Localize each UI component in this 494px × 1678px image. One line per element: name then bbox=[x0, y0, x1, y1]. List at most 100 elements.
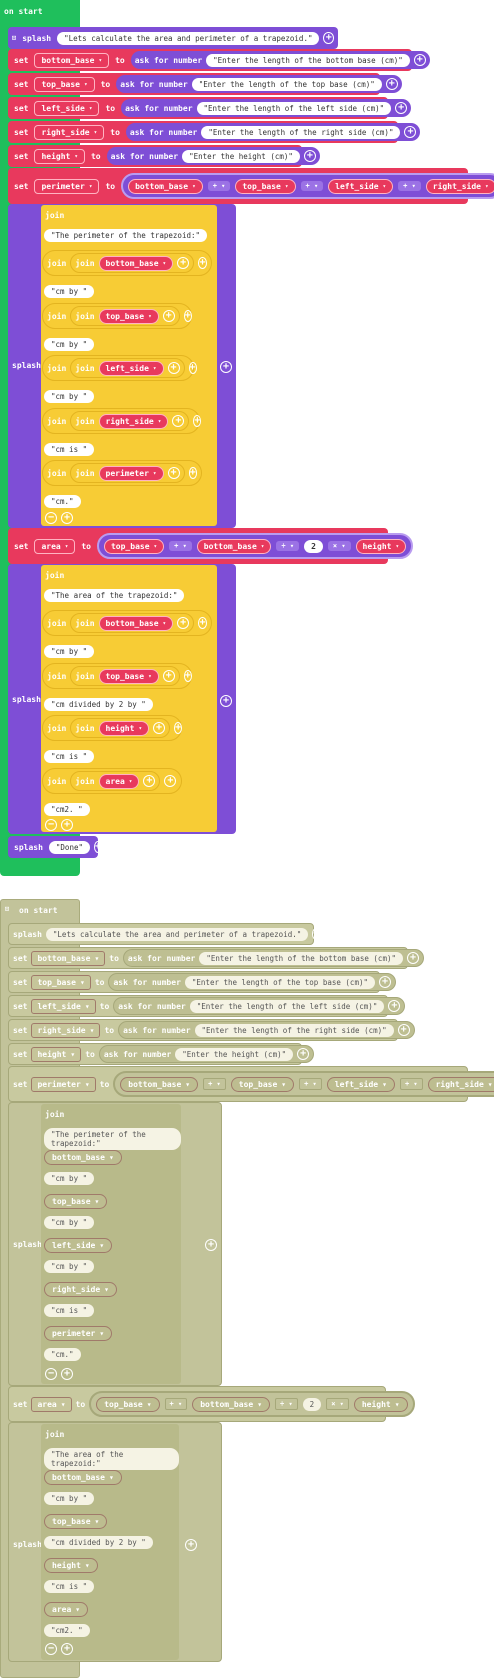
add-icon[interactable]: + bbox=[297, 1048, 310, 1060]
set-bottom-base-block-disabled[interactable]: set bottom_base▾ to ask for number "Ente… bbox=[8, 947, 424, 969]
add-icon[interactable]: + bbox=[413, 54, 426, 66]
remove-icon[interactable]: − bbox=[45, 1643, 57, 1655]
ask-top-string[interactable]: "Enter the length of the top base (cm)" bbox=[184, 975, 375, 989]
set-area-block-disabled[interactable]: set area▾ to top_base▾ + ▾ bottom_base▾ … bbox=[8, 1386, 415, 1422]
var-perimeter[interactable]: perimeter▾ bbox=[31, 1076, 96, 1092]
join-area-panel[interactable]: join "The area of the trapezoid:" join j… bbox=[41, 565, 217, 832]
join-row-bottom-base[interactable]: join join bottom_base▾ + + bbox=[42, 610, 212, 636]
cm-by-string[interactable]: "cm by " bbox=[44, 285, 95, 298]
add-icon[interactable]: + bbox=[312, 928, 321, 940]
var-left-side-oval[interactable]: left_side▾ bbox=[326, 1076, 395, 1092]
var-top-base[interactable]: top_base▾ bbox=[34, 76, 95, 92]
add-icon[interactable]: + bbox=[172, 415, 185, 427]
add-icon[interactable]: + bbox=[193, 415, 202, 427]
inner-join[interactable]: join area▾ + bbox=[70, 771, 161, 791]
add-icon[interactable]: + bbox=[185, 1539, 197, 1551]
set-perimeter-block-disabled[interactable]: set perimeter▾ to bottom_base▾ + ▾ top_b… bbox=[8, 1066, 494, 1102]
inner-join[interactable]: join bottom_base▾ + bbox=[70, 253, 195, 273]
add-icon[interactable]: + bbox=[220, 695, 232, 707]
add-icon[interactable]: + bbox=[385, 78, 398, 90]
add-icon[interactable]: + bbox=[395, 102, 408, 114]
ask-top-pill[interactable]: ask for number "Enter the length of the … bbox=[116, 75, 402, 93]
times-operator[interactable]: × ▾ bbox=[327, 541, 351, 551]
add-icon[interactable]: + bbox=[162, 310, 175, 322]
set-right-side-block-disabled[interactable]: set right_side▾ to ask for number "Enter… bbox=[8, 1019, 415, 1041]
ask-right-pill[interactable]: ask for number "Enter the length of the … bbox=[118, 1021, 415, 1039]
divide-operator[interactable]: ÷ ▾ bbox=[275, 1398, 298, 1410]
var-perimeter-oval[interactable]: perimeter▾ bbox=[44, 1326, 113, 1341]
ask-bottom-string[interactable]: "Enter the length of the bottom base (cm… bbox=[199, 951, 403, 965]
ask-height-pill[interactable]: ask for number "Enter the height (cm)" + bbox=[106, 147, 320, 165]
ask-height-string[interactable]: "Enter the height (cm)" bbox=[175, 1047, 294, 1061]
cm-by-string[interactable]: "cm by " bbox=[44, 1260, 95, 1273]
add-icon[interactable]: + bbox=[220, 361, 232, 373]
var-top-base-oval[interactable]: top_base▾ bbox=[98, 308, 159, 324]
ask-bottom-pill[interactable]: ask for number "Enter the length of the … bbox=[122, 949, 424, 967]
add-icon[interactable]: + bbox=[167, 467, 180, 479]
add-icon[interactable]: + bbox=[61, 512, 73, 524]
cm2-string[interactable]: "cm2. " bbox=[44, 803, 90, 816]
join-area-panel-disabled[interactable]: join "The area of the trapezoid:" bottom… bbox=[41, 1424, 179, 1660]
cm-by-string[interactable]: "cm by " bbox=[44, 390, 95, 403]
add-icon[interactable]: + bbox=[61, 1643, 73, 1655]
var-bottom-base-oval[interactable]: bottom_base▾ bbox=[196, 538, 272, 554]
var-left-side[interactable]: left_side▾ bbox=[31, 998, 96, 1014]
var-top-base-oval[interactable]: top_base▾ bbox=[235, 178, 296, 194]
cm-by-string[interactable]: "cm by " bbox=[44, 645, 95, 658]
cm-dot-string[interactable]: "cm." bbox=[44, 495, 81, 508]
var-bottom-base-oval[interactable]: bottom_base▾ bbox=[98, 255, 174, 271]
splash-intro-block-disabled[interactable]: splash "Lets calculate the area and peri… bbox=[8, 923, 321, 945]
add-icon[interactable]: + bbox=[61, 819, 73, 831]
var-right-side[interactable]: right_side▾ bbox=[34, 124, 105, 140]
var-bottom-base-oval[interactable]: bottom_base▾ bbox=[192, 1396, 271, 1412]
add-icon[interactable]: + bbox=[174, 722, 183, 734]
ask-bottom-pill[interactable]: ask for number "Enter the length of the … bbox=[130, 51, 430, 69]
splash-intro-block[interactable]: ⊡ splash "Lets calculate the area and pe… bbox=[8, 27, 338, 49]
intro-string[interactable]: "Lets calculate the area and perimeter o… bbox=[45, 927, 309, 941]
cm-is-string[interactable]: "cm is " bbox=[44, 443, 95, 456]
perim-title-string[interactable]: "The perimeter of the trapezoid:" bbox=[44, 1128, 181, 1150]
var-top-base-oval[interactable]: top_base▾ bbox=[230, 1076, 295, 1092]
add-icon[interactable]: + bbox=[188, 362, 197, 374]
var-bottom-base-oval[interactable]: bottom_base▾ bbox=[128, 178, 203, 194]
cm-div-string[interactable]: "cm divided by 2 by " bbox=[44, 698, 153, 711]
plus-operator[interactable]: + ▾ bbox=[399, 1078, 423, 1090]
add-icon[interactable]: + bbox=[205, 1239, 217, 1251]
ask-height-string[interactable]: "Enter the height (cm)" bbox=[182, 149, 300, 163]
join-row-right-side[interactable]: join join right_side▾ + + bbox=[42, 408, 202, 434]
var-perimeter-oval[interactable]: perimeter▾ bbox=[98, 465, 164, 481]
inner-join[interactable]: join height▾ + bbox=[70, 718, 171, 738]
var-area-oval[interactable]: area▾ bbox=[98, 773, 140, 789]
ask-right-pill[interactable]: ask for number "Enter the length of the … bbox=[125, 123, 421, 141]
set-height-block-disabled[interactable]: set height▾ to ask for number "Enter the… bbox=[8, 1043, 315, 1065]
add-icon[interactable]: + bbox=[397, 1024, 410, 1036]
perimeter-expression[interactable]: bottom_base▾ + ▾ top_base▾ + ▾ left_side… bbox=[113, 1071, 494, 1097]
var-bottom-base[interactable]: bottom_base▾ bbox=[34, 52, 110, 68]
join-row-left-side[interactable]: join join left_side▾ + + bbox=[42, 355, 197, 381]
number-two[interactable]: 2 bbox=[302, 1397, 322, 1411]
plus-operator[interactable]: + ▾ bbox=[398, 181, 421, 191]
add-icon[interactable]: + bbox=[94, 841, 103, 853]
set-left-side-block-disabled[interactable]: set left_side▾ to ask for number "Enter … bbox=[8, 995, 406, 1017]
ask-left-string[interactable]: "Enter the length of the left side (cm)" bbox=[189, 999, 385, 1013]
add-icon[interactable]: + bbox=[303, 150, 316, 162]
ask-right-string[interactable]: "Enter the length of the right side (cm)… bbox=[194, 1023, 394, 1037]
add-icon[interactable]: + bbox=[183, 310, 192, 322]
ask-height-pill[interactable]: ask for number "Enter the height (cm)" + bbox=[98, 1045, 315, 1063]
join-row-top-base[interactable]: join join top_base▾ + + bbox=[42, 303, 192, 329]
area-title-string[interactable]: "The area of the trapezoid:" bbox=[44, 589, 185, 602]
var-bottom-base-oval[interactable]: bottom_base▾ bbox=[98, 615, 174, 631]
join-perimeter-panel[interactable]: join "The perimeter of the trapezoid:" j… bbox=[41, 205, 217, 526]
plus-operator[interactable]: + ▾ bbox=[169, 541, 192, 551]
add-icon[interactable]: + bbox=[379, 976, 391, 988]
cm-dot-string[interactable]: "cm." bbox=[44, 1348, 81, 1361]
intro-string[interactable]: "Lets calculate the area and perimeter o… bbox=[57, 31, 320, 45]
join-row-perimeter[interactable]: join join perimeter▾ + + bbox=[42, 460, 202, 486]
var-height-oval[interactable]: height▾ bbox=[353, 1396, 408, 1412]
cm-is-string[interactable]: "cm is " bbox=[44, 750, 95, 763]
cm-div-string[interactable]: "cm divided by 2 by " bbox=[44, 1536, 153, 1549]
cm-is-string[interactable]: "cm is " bbox=[44, 1580, 95, 1593]
add-icon[interactable]: + bbox=[198, 617, 207, 629]
area-expression[interactable]: top_base▾ + ▾ bottom_base▾ ÷ ▾ 2 × ▾ hei… bbox=[96, 533, 414, 559]
add-icon[interactable]: + bbox=[164, 775, 177, 787]
